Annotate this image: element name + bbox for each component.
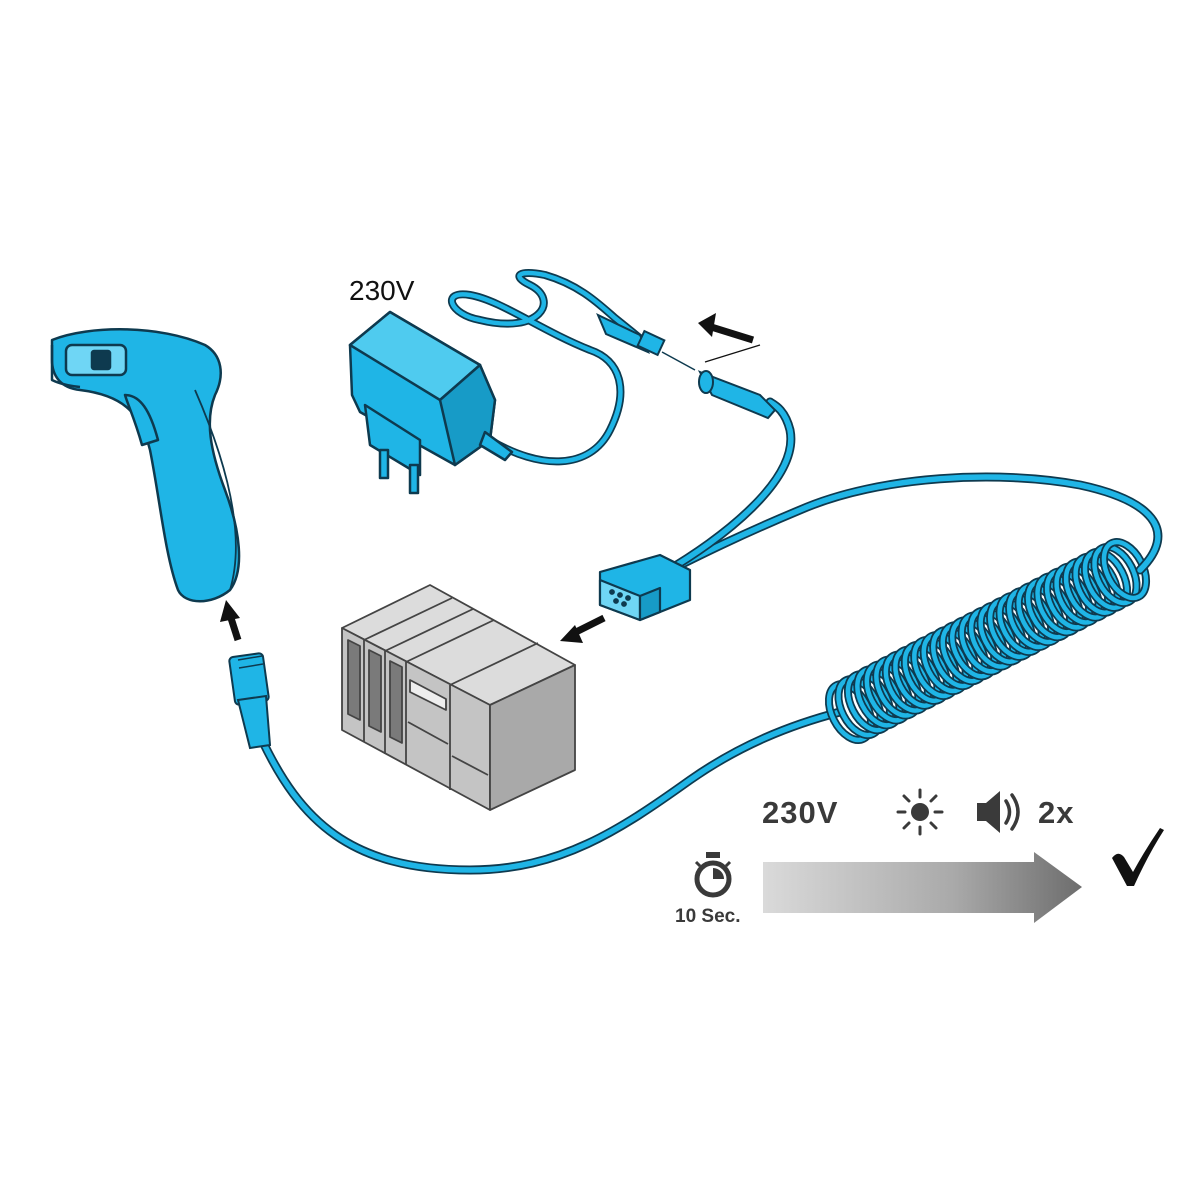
rj-plug [228, 652, 272, 750]
stopwatch-icon [694, 852, 732, 898]
connect-arrow-terminal [560, 614, 606, 643]
progress-arrow [763, 852, 1082, 923]
dc-plug [596, 312, 696, 371]
coil-to-splitter-cable [665, 472, 1163, 575]
power-adapter [348, 310, 514, 495]
adapter-cable [447, 269, 652, 466]
dc-jack [697, 370, 777, 420]
beep-count-label: 2x [1038, 795, 1074, 830]
status-voltage-label: 230V [762, 795, 838, 830]
connect-arrow-scanner [220, 600, 242, 642]
terminal-unit [341, 584, 576, 811]
timer-duration-label: 10 Sec. [675, 906, 741, 927]
coil-loop [1101, 539, 1149, 601]
jack-cable [660, 397, 796, 577]
sun-icon [896, 788, 944, 836]
barcode-scanner [50, 328, 241, 603]
speaker-icon [977, 791, 1020, 833]
checkmark-icon [1112, 828, 1164, 886]
serial-connector [598, 553, 692, 622]
adapter-voltage-label: 230V [349, 275, 415, 306]
coiled-cable [824, 538, 1151, 744]
scanner-cable [257, 707, 845, 875]
connect-arrow-dc [698, 313, 761, 363]
